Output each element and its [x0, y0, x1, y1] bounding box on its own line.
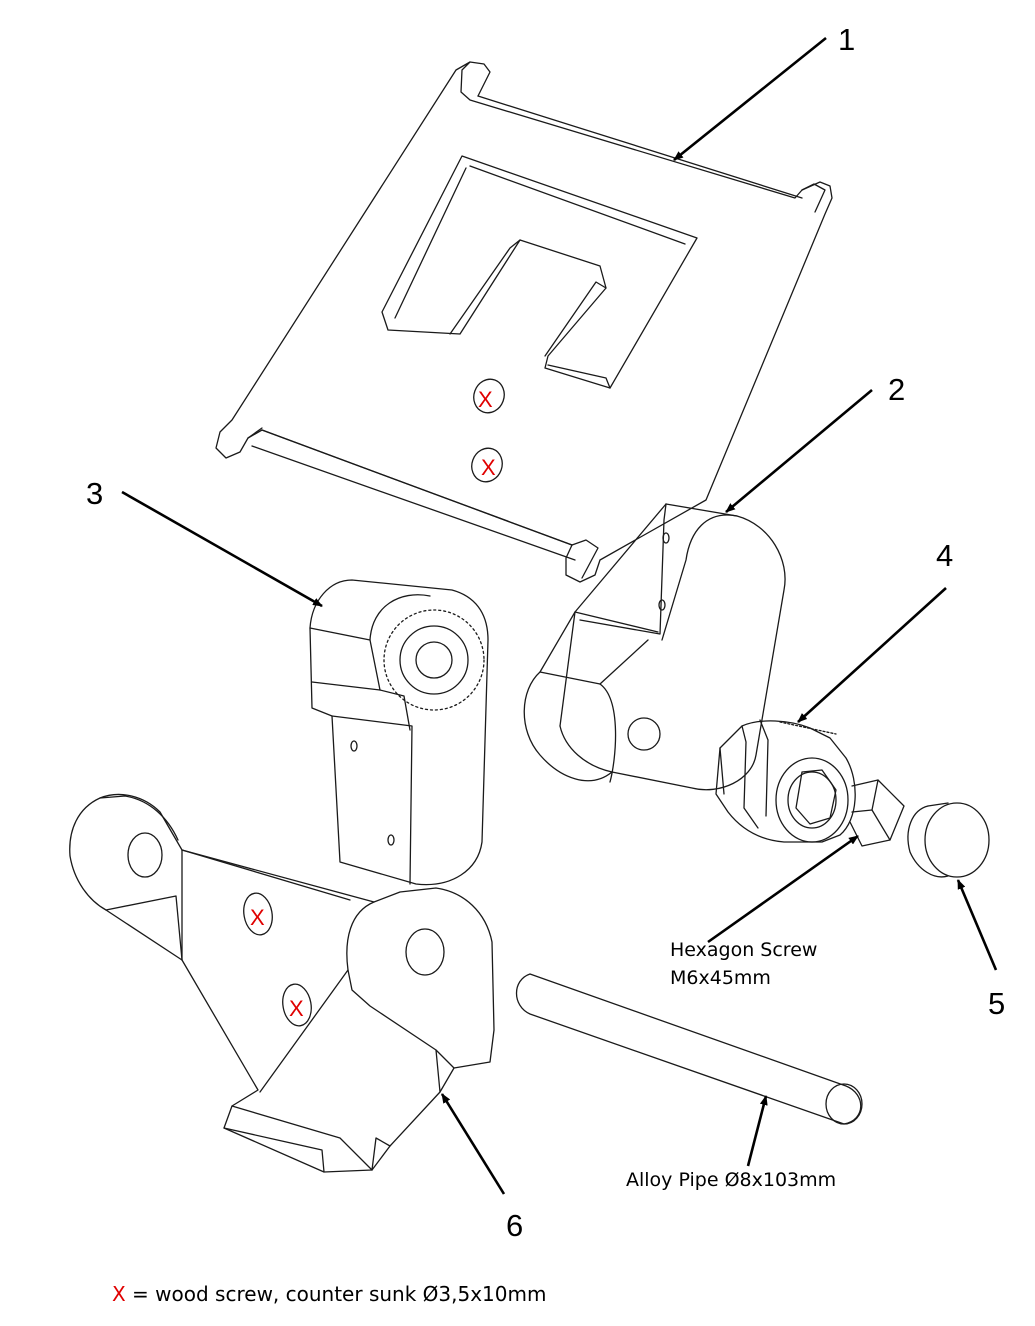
legend-symbol: X	[112, 1282, 126, 1306]
part-5-end-cap	[907, 802, 990, 878]
legend-text: = wood screw, counter sunk Ø3,5x10mm	[125, 1282, 547, 1306]
callout-number-6: 6	[506, 1208, 523, 1243]
wood-screw-mark: X	[289, 996, 304, 1021]
hex-screw-label-line1: Hexagon Screw	[670, 939, 817, 961]
wood-screw-mark: X	[250, 905, 265, 930]
callout-number-3: 3	[86, 476, 103, 511]
leader-arrow-6	[440, 1093, 506, 1195]
wood-screw-mark: X	[478, 387, 493, 412]
alloy-pipe	[516, 973, 863, 1125]
callout-number-1: 1	[838, 22, 855, 57]
leader-arrow-alloy-pipe	[746, 1095, 768, 1167]
part-1-top-plate	[215, 61, 833, 583]
callout-number-2: 2	[888, 372, 905, 407]
part-2-hinge-bracket	[523, 503, 786, 791]
hex-screw-label-line2: M6x45mm	[670, 967, 771, 989]
part-6-base-mount	[69, 793, 495, 1173]
alloy-pipe-label: Alloy Pipe Ø8x103mm	[626, 1169, 836, 1191]
leader-arrow-2	[725, 389, 873, 513]
legend: X = wood screw, counter sunk Ø3,5x10mm	[112, 1282, 546, 1306]
leader-arrow-3	[121, 490, 323, 608]
wood-screw-mark: X	[481, 455, 496, 480]
part-3-geared-hinge	[309, 579, 489, 886]
callout-number-5: 5	[988, 986, 1005, 1021]
leader-arrow-4	[797, 587, 947, 723]
leader-arrow-5	[956, 879, 998, 971]
leader-arrow-1	[673, 36, 827, 162]
leader-arrow-hex-screw	[707, 834, 859, 944]
callout-number-4: 4	[936, 538, 953, 573]
part-4-knob-with-screw	[715, 719, 905, 847]
